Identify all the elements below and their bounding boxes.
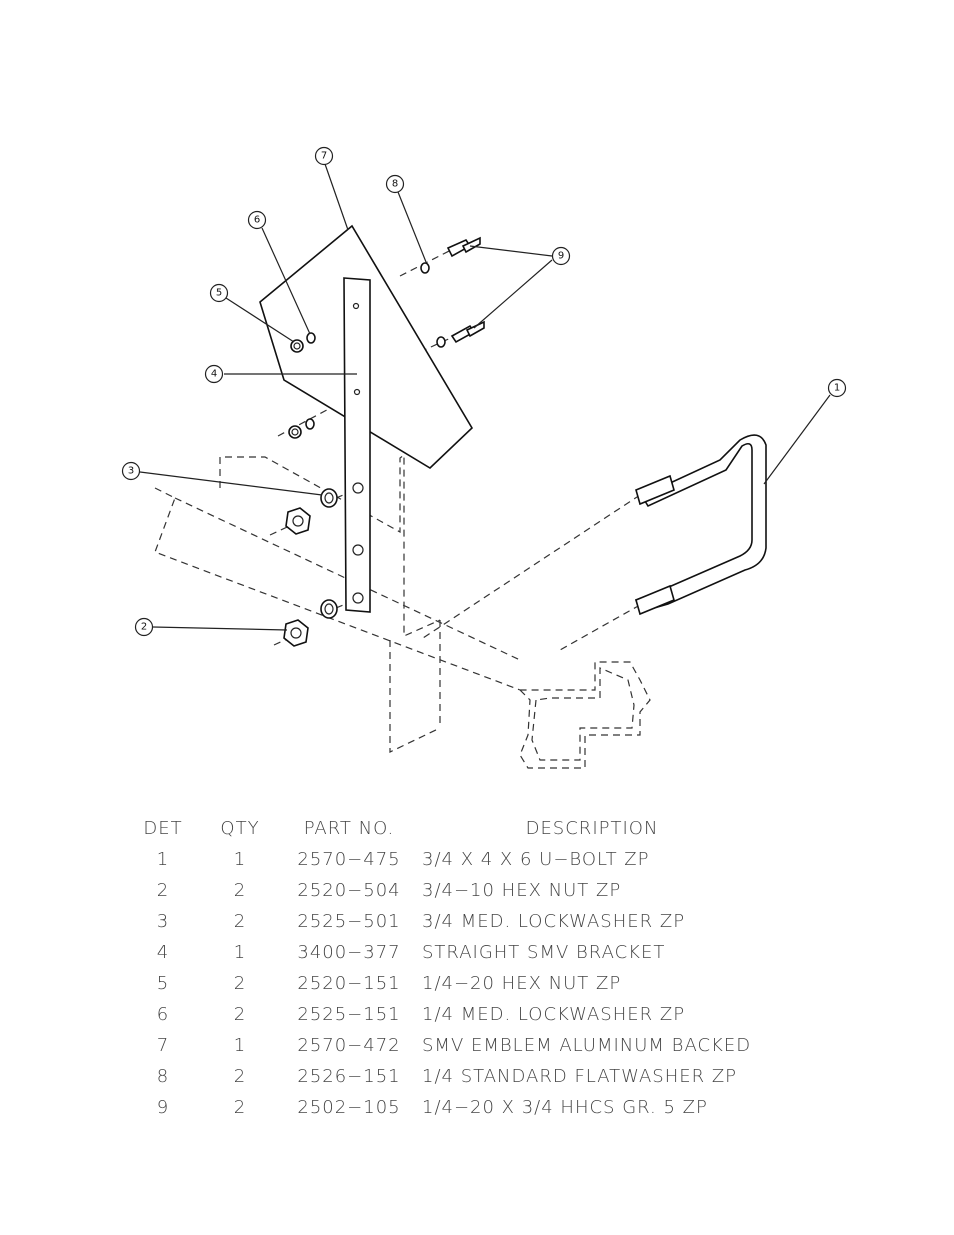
u-bolt — [634, 434, 767, 616]
cell-part-no: 2502−105 — [297, 1097, 401, 1118]
cell-part-no: 2570−475 — [297, 849, 401, 870]
cell-part-no: 2520−504 — [297, 880, 401, 901]
svg-text:8: 8 — [392, 179, 398, 190]
table-row: 9 2 2502−105 1/4−20 X 3/4 HHCS GR. 5 ZP — [128, 1092, 762, 1123]
smv-bracket — [343, 277, 371, 613]
cell-part-no: 2520−151 — [297, 973, 401, 994]
balloon-5: 5 — [209, 283, 229, 303]
cell-det: 7 — [156, 1035, 170, 1056]
header-part-no: PART NO. — [303, 817, 395, 839]
cell-det: 8 — [156, 1066, 170, 1087]
balloon-8: 8 — [385, 174, 405, 194]
cell-part-no: 2525−501 — [297, 911, 401, 932]
cell-description: STRAIGHT SMV BRACKET — [422, 942, 666, 963]
cell-det: 4 — [156, 942, 170, 963]
cell-qty: 1 — [233, 1035, 247, 1056]
svg-text:5: 5 — [216, 288, 222, 299]
table-row: 7 1 2570−472 SMV EMBLEM ALUMINUM BACKED — [128, 1030, 762, 1061]
cell-det: 2 — [156, 880, 170, 901]
cell-part-no: 2526−151 — [297, 1066, 401, 1087]
cell-qty: 2 — [233, 911, 247, 932]
cell-det: 9 — [156, 1097, 170, 1118]
table-row: 5 2 2520−151 1/4−20 HEX NUT ZP — [128, 968, 762, 999]
cell-qty: 1 — [233, 849, 247, 870]
cell-description: 1/4−20 X 3/4 HHCS GR. 5 ZP — [422, 1097, 708, 1118]
cell-qty: 1 — [233, 942, 247, 963]
header-description: DESCRIPTION — [525, 817, 659, 839]
mounting-tube-phantom — [154, 453, 651, 769]
cell-qty: 2 — [233, 973, 247, 994]
cell-description: 1/4−20 HEX NUT ZP — [422, 973, 622, 994]
balloon-3: 3 — [121, 461, 141, 481]
parts-list-table: DET QTY PART NO. DESCRIPTION 1 1 2570−475 3… — [128, 812, 762, 1123]
table-row: 6 2 2525−151 1/4 MED. LOCKWASHER ZP — [128, 999, 762, 1030]
cell-part-no: 2525−151 — [297, 1004, 401, 1025]
svg-text:7: 7 — [321, 151, 327, 162]
cell-description: 3/4−10 HEX NUT ZP — [422, 880, 622, 901]
table-row: 3 2 2525−501 3/4 MED. LOCKWASHER ZP — [128, 906, 762, 937]
balloon-9: 9 — [551, 246, 571, 266]
svg-text:2: 2 — [141, 622, 147, 633]
cell-det: 5 — [156, 973, 170, 994]
table-header-row: DET QTY PART NO. DESCRIPTION — [128, 812, 762, 844]
header-qty: QTY — [220, 817, 260, 839]
cell-description: 1/4 STANDARD FLATWASHER ZP — [422, 1066, 738, 1087]
cell-description: 3/4 MED. LOCKWASHER ZP — [422, 911, 686, 932]
cell-qty: 2 — [233, 1004, 247, 1025]
cell-qty: 2 — [233, 1066, 247, 1087]
svg-text:6: 6 — [254, 215, 260, 226]
balloon-6: 6 — [247, 210, 267, 230]
cell-qty: 2 — [233, 880, 247, 901]
cell-qty: 2 — [233, 1097, 247, 1118]
cell-det: 6 — [156, 1004, 170, 1025]
cell-description: 1/4 MED. LOCKWASHER ZP — [422, 1004, 686, 1025]
balloon-1: 1 — [827, 378, 847, 398]
cell-description: 3/4 X 4 X 6 U−BOLT ZP — [422, 849, 650, 870]
header-det: DET — [143, 817, 183, 839]
table-row: 2 2 2520−504 3/4−10 HEX NUT ZP — [128, 875, 762, 906]
table-row: 8 2 2526−151 1/4 STANDARD FLATWASHER ZP — [128, 1061, 762, 1092]
balloon-4: 4 — [204, 364, 224, 384]
cell-part-no: 3400−377 — [297, 942, 401, 963]
svg-text:3: 3 — [128, 466, 134, 477]
balloon-7: 7 — [314, 146, 334, 166]
table-row: 1 1 2570−475 3/4 X 4 X 6 U−BOLT ZP — [128, 844, 762, 875]
cell-det: 3 — [156, 911, 170, 932]
svg-text:4: 4 — [211, 369, 217, 380]
svg-text:1: 1 — [834, 383, 840, 394]
balloon-2: 2 — [134, 617, 154, 637]
svg-text:9: 9 — [558, 251, 564, 262]
table-row: 4 1 3400−377 STRAIGHT SMV BRACKET — [128, 937, 762, 968]
exploded-assembly-diagram: 7 8 6 5 4 9 3 2 1 — [121, 146, 847, 769]
cell-part-no: 2570−472 — [297, 1035, 401, 1056]
cell-description: SMV EMBLEM ALUMINUM BACKED — [422, 1035, 752, 1056]
cell-det: 1 — [156, 849, 170, 870]
